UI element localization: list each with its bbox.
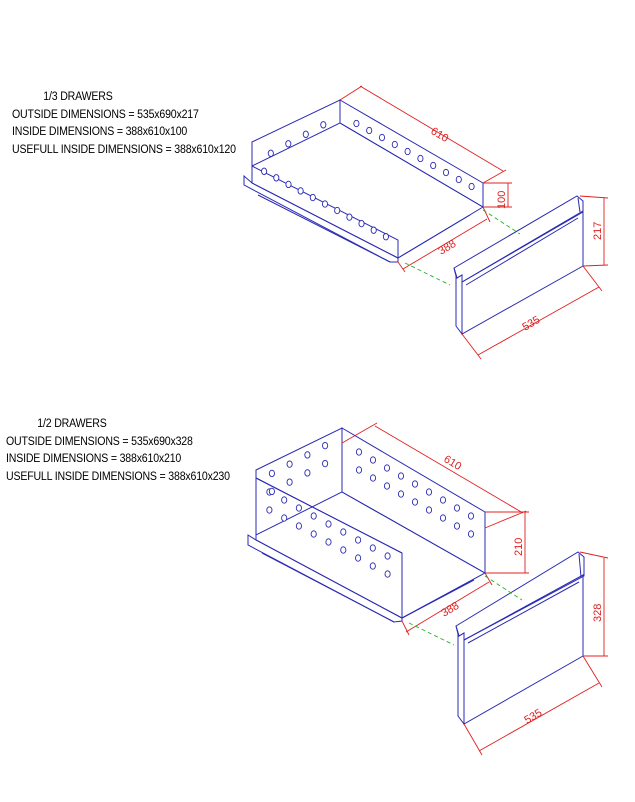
perforation-hole	[369, 474, 377, 482]
drawer-half-outside-dimensions: OUTSIDE DIMENSIONS = 535x690x328	[6, 435, 193, 448]
perforation-hole	[302, 130, 309, 138]
perforation-hole	[304, 451, 311, 459]
perforation-hole	[397, 472, 405, 480]
perforation-hole	[355, 466, 363, 474]
drawer-half-usefull-dimensions: USEFULL INSIDE DIMENSIONS = 388x610x230	[6, 470, 230, 483]
perforation-hole	[346, 213, 353, 221]
perforation-hole	[425, 506, 433, 514]
drawer-half-box	[247, 427, 486, 623]
perforation-hole	[281, 496, 288, 504]
drawer-half-inner-height-label: 210	[513, 538, 525, 556]
drawer-third-front-width-label: 535	[520, 314, 542, 334]
drawer-half-front-width-label: 535	[522, 707, 544, 727]
drawer-third-usefull-dimensions: USEFULL INSIDE DIMENSIONS = 388x610x120	[12, 143, 236, 156]
perforation-hole	[325, 538, 332, 546]
perforation-hole	[384, 570, 391, 578]
perforation-hole	[383, 482, 391, 490]
perforation-hole	[322, 459, 329, 468]
drawer-half-length-label: 610	[441, 453, 463, 473]
perforation-hole	[355, 448, 363, 456]
perforation-hole	[273, 174, 280, 182]
perforation-hole	[355, 536, 362, 544]
perforation-hole	[322, 441, 329, 450]
drawer-third-title: 1/3 DRAWERS	[43, 91, 113, 103]
perforation-hole	[320, 121, 327, 129]
perforation-hole	[281, 514, 288, 522]
drawer-half-front-height-label: 328	[592, 604, 604, 622]
perforation-hole	[295, 522, 302, 530]
perforation-hole	[467, 530, 475, 538]
perforation-hole	[334, 206, 341, 215]
perforation-hole	[355, 554, 362, 562]
drawer-third-inside-dimensions: INSIDE DIMENSIONS = 388x610x100	[12, 126, 188, 138]
drawer-half-dimensions: 610 210 388 328 535	[341, 422, 609, 756]
drawer-half-spec: 1/2 DRAWERS OUTSIDE DIMENSIONS = 535x690…	[6, 416, 230, 486]
perforation-hole	[340, 546, 347, 554]
drawer-half-inside-dimensions: INSIDE DIMENSIONS = 388x610x210	[6, 453, 182, 465]
perforation-hole	[340, 528, 347, 536]
perforation-hole	[439, 514, 447, 522]
perforation-hole	[369, 544, 376, 552]
perforation-hole	[286, 460, 293, 468]
drawer-third-outside-dimensions: OUTSIDE DIMENSIONS = 535x690x217	[12, 108, 199, 121]
perforation-hole	[384, 552, 391, 560]
perforation-hole	[425, 488, 433, 496]
perforation-hole	[453, 504, 461, 512]
perforation-hole	[285, 180, 292, 189]
drawer-third-front-height-label: 217	[592, 222, 604, 240]
perforation-hole	[369, 562, 376, 570]
perforation-hole	[404, 147, 411, 156]
perforation-hole	[297, 187, 304, 195]
perforation-hole	[391, 140, 398, 149]
perforation-hole	[310, 530, 317, 538]
perforation-hole	[321, 200, 329, 208]
drawer-third-front-panel	[453, 195, 584, 336]
perforation-hole	[266, 506, 273, 514]
perforation-hole	[285, 140, 292, 148]
drawer-third-box	[243, 99, 484, 263]
drawer-third-inner-width-label: 388	[436, 238, 458, 258]
perforation-hole	[411, 498, 419, 506]
perforation-hole	[383, 464, 391, 472]
drawer-third-dimensions: 610 100 388 217 535	[339, 85, 609, 360]
perforation-hole	[286, 478, 293, 486]
perforation-hole	[353, 119, 360, 128]
perforation-hole	[366, 126, 373, 135]
perforation-hole	[468, 182, 475, 191]
perforation-hole	[304, 469, 311, 477]
perforation-hole	[430, 161, 437, 170]
perforation-hole	[267, 149, 274, 157]
perforation-hole	[268, 469, 275, 478]
perforation-hole	[369, 456, 377, 464]
perforation-hole	[453, 522, 461, 530]
drawer-third-length-label: 610	[428, 125, 450, 145]
perforation-hole	[370, 226, 377, 234]
drawer-third-inner-height-label: 100	[496, 191, 508, 209]
perforation-hole	[378, 133, 386, 142]
drawer-half-inner-width-label: 388	[439, 600, 461, 620]
perforation-hole	[325, 520, 332, 528]
perforation-hole	[467, 512, 475, 520]
perforation-hole	[261, 167, 268, 175]
perforation-hole	[310, 512, 317, 520]
perforation-hole	[442, 168, 450, 177]
perforation-hole	[358, 219, 365, 228]
perforation-hole	[455, 175, 462, 184]
perforation-hole	[397, 490, 405, 498]
perforation-hole	[295, 504, 302, 512]
perforation-hole	[417, 154, 424, 163]
perforation-hole	[382, 233, 389, 241]
perforation-hole	[309, 193, 316, 202]
perforation-hole	[268, 487, 275, 496]
drawer-half-title: 1/2 DRAWERS	[37, 418, 107, 430]
perforation-hole	[411, 480, 419, 488]
perforation-hole	[439, 496, 447, 504]
drawer-third-spec: 1/3 DRAWERS OUTSIDE DIMENSIONS = 535x690…	[12, 89, 236, 159]
